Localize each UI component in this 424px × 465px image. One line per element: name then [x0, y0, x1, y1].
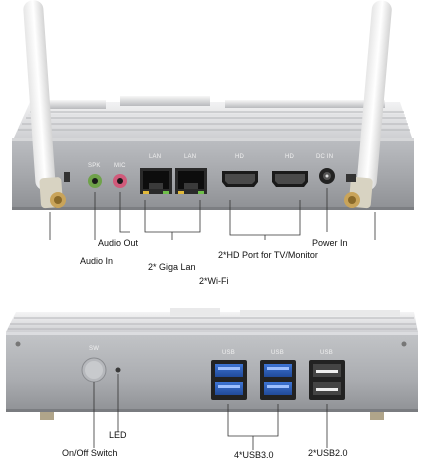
callout-wifi: 2*Wi-Fi — [197, 276, 231, 286]
callout-hd-port: 2*HD Port for TV/Monitor — [218, 250, 318, 260]
audio-jack-spk — [88, 174, 102, 188]
callout-usb2: 2*USB2.0 — [308, 448, 348, 458]
callout-giga-lan: 2* Giga Lan — [148, 262, 196, 272]
port-label-usb-1: USB — [222, 350, 235, 356]
foot-left — [40, 412, 54, 420]
lan-port-2 — [175, 168, 207, 194]
side-slot-right — [346, 174, 356, 182]
hdmi-port-1 — [222, 171, 258, 187]
led-indicator — [115, 367, 121, 373]
port-label-usb-3: USB — [320, 350, 333, 356]
heatsink-fins — [18, 96, 410, 131]
port-label-hd-2: HD — [285, 154, 295, 160]
port-label-mic: MIC — [114, 163, 126, 169]
bottom-device-illustration — [6, 308, 418, 450]
port-label-sw: SW — [89, 346, 100, 352]
antenna-right — [344, 0, 392, 209]
heatsink-top — [14, 102, 412, 138]
side-slot-left — [64, 172, 70, 182]
port-label-lan-2: LAN — [184, 154, 197, 160]
callout-usb3: 4*USB3.0 — [234, 450, 274, 460]
callout-on-off-switch: On/Off Switch — [62, 448, 118, 458]
usb3-block-1 — [211, 360, 247, 400]
callout-led: LED — [109, 430, 127, 440]
front-panel — [12, 138, 414, 210]
callout-power-in: Power In — [312, 238, 348, 248]
top-callout-lines — [49, 188, 376, 240]
hdmi-port-2 — [272, 171, 308, 187]
usb2-block — [309, 360, 345, 400]
port-label-lan-1: LAN — [149, 154, 162, 160]
usb3-block-2 — [260, 360, 296, 400]
dc-in-port — [319, 168, 335, 184]
power-switch-button — [81, 357, 107, 383]
antenna-left — [23, 0, 66, 209]
port-label-usb-2: USB — [271, 350, 284, 356]
top-device-illustration — [12, 0, 414, 240]
audio-jack-mic — [113, 174, 127, 188]
port-label-spk: SPK — [88, 163, 101, 169]
foot-right — [370, 412, 384, 420]
bottom-callout-lines — [93, 374, 328, 450]
callout-audio-in: Audio In — [80, 256, 114, 266]
port-label-dc-in: DC IN — [316, 154, 334, 160]
lan-port-1 — [140, 168, 172, 194]
port-label-hd-1: HD — [235, 154, 245, 160]
callout-audio-out: Audio Out — [98, 238, 139, 248]
bottom-heatsink-top — [6, 312, 418, 332]
